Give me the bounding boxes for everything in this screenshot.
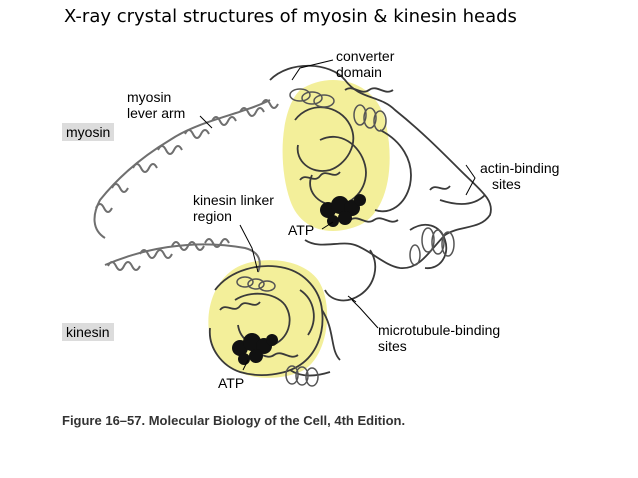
- kinesin-linker-region-label: kinesin linker region: [193, 192, 274, 224]
- myosin-atp-molecule: [320, 194, 366, 227]
- kinesin-linker-helix: [104, 238, 261, 273]
- converter-domain-label: converter domain: [336, 48, 395, 80]
- kinesin-atp-molecule: [232, 333, 278, 365]
- myosin-helix-coils: [289, 88, 455, 266]
- myosin-atp-label: ATP: [288, 222, 315, 238]
- kinesin-motor-highlight: [208, 260, 328, 378]
- slide-title: X-ray crystal structures of myosin & kin…: [64, 6, 517, 27]
- leader-lines: [199, 59, 476, 371]
- kinesin-atp-label: ATP: [218, 375, 245, 391]
- myosin-label: myosin: [62, 123, 115, 141]
- actin-binding-sites-label: actin-binding sites: [480, 160, 560, 192]
- myosin-lever-arm-helix: [93, 99, 279, 239]
- kinesin-label: kinesin: [62, 323, 114, 341]
- microtubule-binding-sites-label: microtubule-binding sites: [378, 322, 501, 354]
- figure-caption: Figure 16–57. Molecular Biology of the C…: [62, 413, 406, 428]
- myosin-motor-highlight: [282, 80, 390, 232]
- kinesin-helix-coils: [236, 276, 319, 387]
- myosin-lever-arm-label: myosin lever arm: [127, 89, 186, 121]
